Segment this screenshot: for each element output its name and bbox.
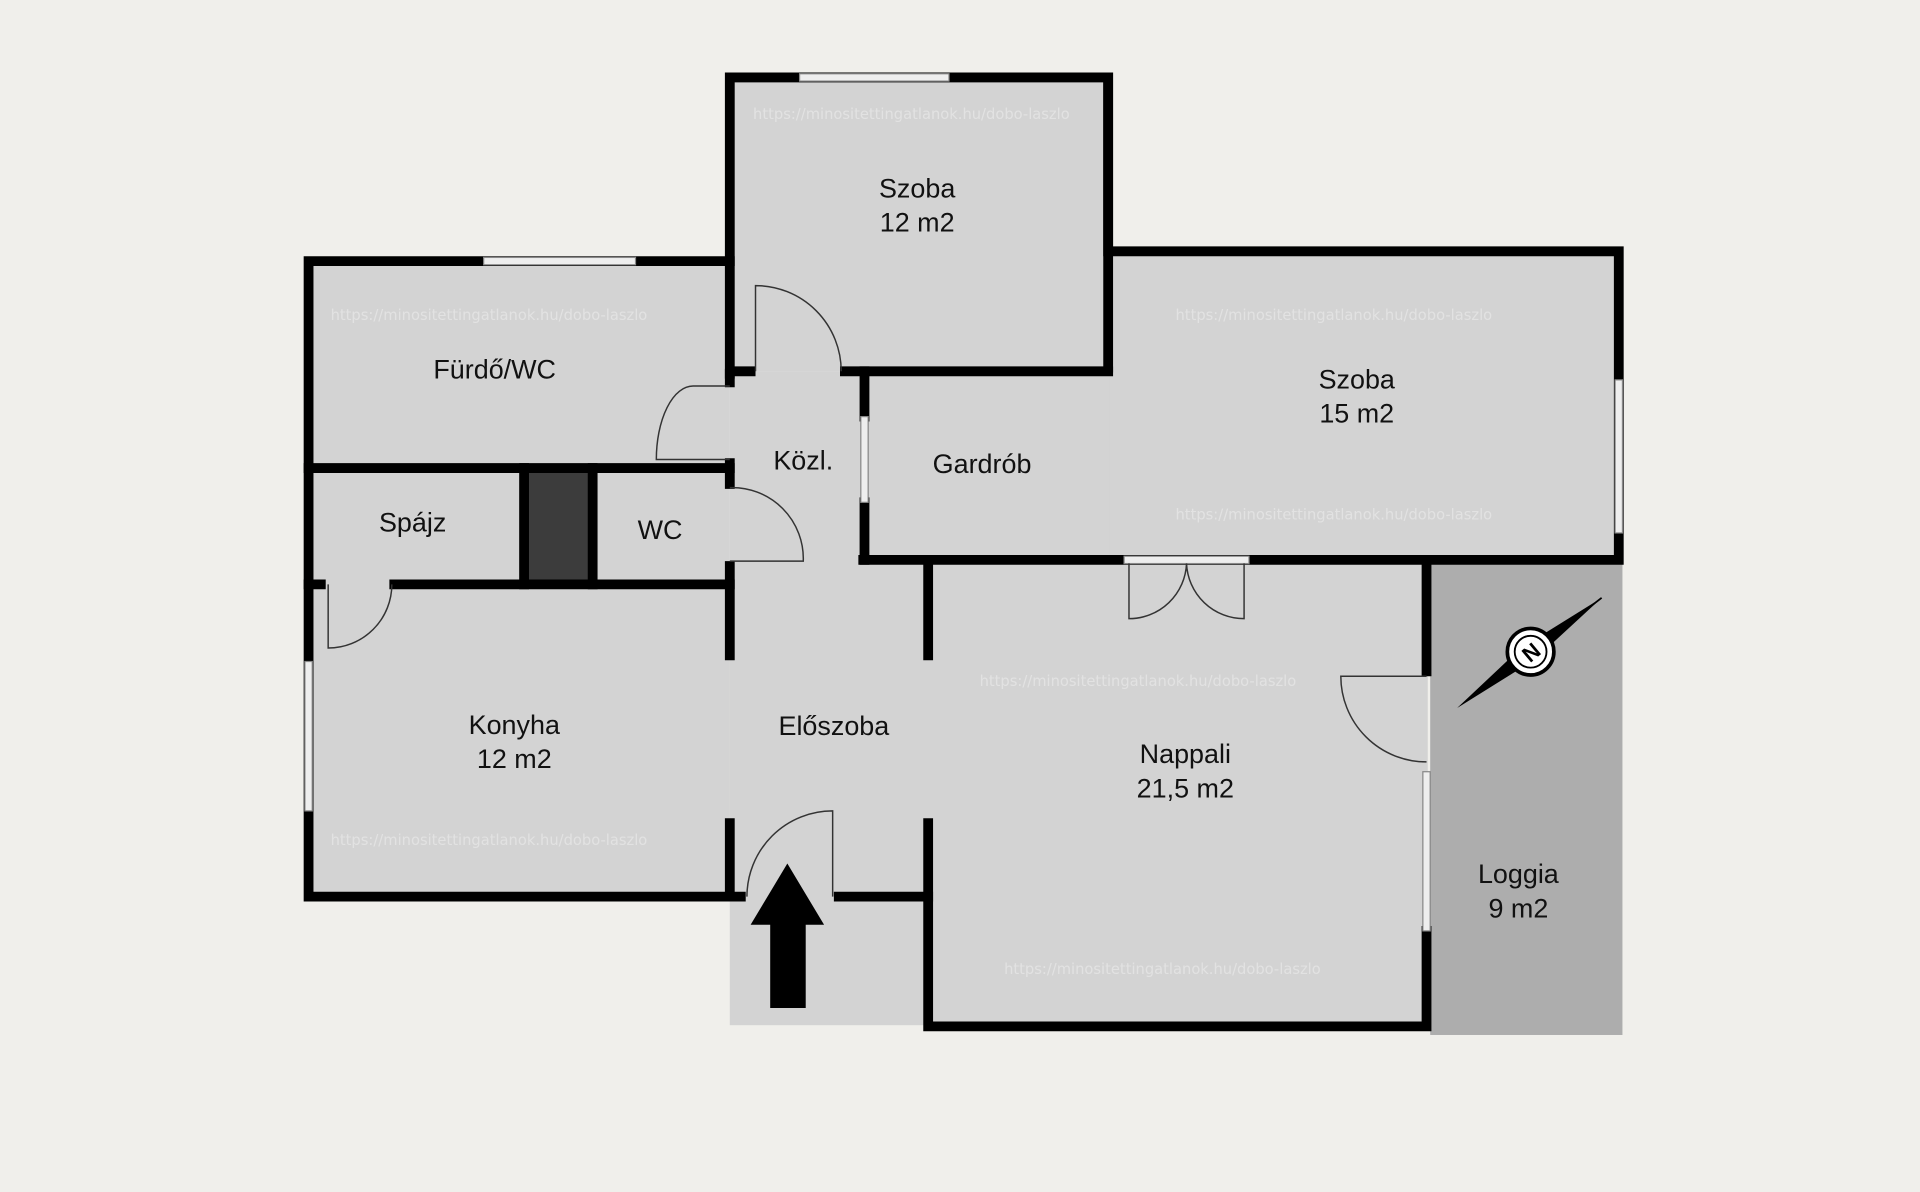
watermark: https://minositettingatlanok.hu/dobo-las… [753,106,1070,123]
watermarks: https://minositettingatlanok.hu/dobo-las… [331,106,1493,978]
room-name: Nappali [1140,739,1231,769]
watermark: https://minositettingatlanok.hu/dobo-las… [331,832,648,849]
room-area: 12 m2 [880,208,955,238]
room-name: Közl. [773,445,833,475]
room-name: Szoba [879,173,955,203]
watermark: https://minositettingatlanok.hu/dobo-las… [980,673,1297,690]
room-area: 15 m2 [1319,399,1394,429]
room-labels: Szoba 12 m2 Fürdő/WC Szoba 15 m2 Közl. G… [379,173,1559,923]
room-name: Gardrób [933,449,1032,479]
room-name: Szoba [1319,364,1395,394]
compass-icon: N [1457,597,1603,709]
walls [303,72,1624,1032]
watermark: https://minositettingatlanok.hu/dobo-las… [331,307,648,324]
room-name: Előszoba [778,711,889,741]
windows [304,73,1624,932]
room-area: 12 m2 [477,744,552,774]
entrance-arrow-icon [750,863,825,1009]
room-name: Loggia [1478,859,1559,889]
doors [327,284,1427,897]
room-area: 9 m2 [1488,893,1548,923]
room-name: Spájz [379,508,446,538]
shaft [524,472,593,581]
room-name: WC [638,515,683,545]
room-name: Konyha [469,710,560,740]
watermark: https://minositettingatlanok.hu/dobo-las… [1176,506,1493,523]
watermark: https://minositettingatlanok.hu/dobo-las… [1176,307,1493,324]
room-area: 21,5 m2 [1137,773,1234,803]
watermark: https://minositettingatlanok.hu/dobo-las… [1004,961,1321,978]
room-name: Fürdő/WC [433,355,556,385]
